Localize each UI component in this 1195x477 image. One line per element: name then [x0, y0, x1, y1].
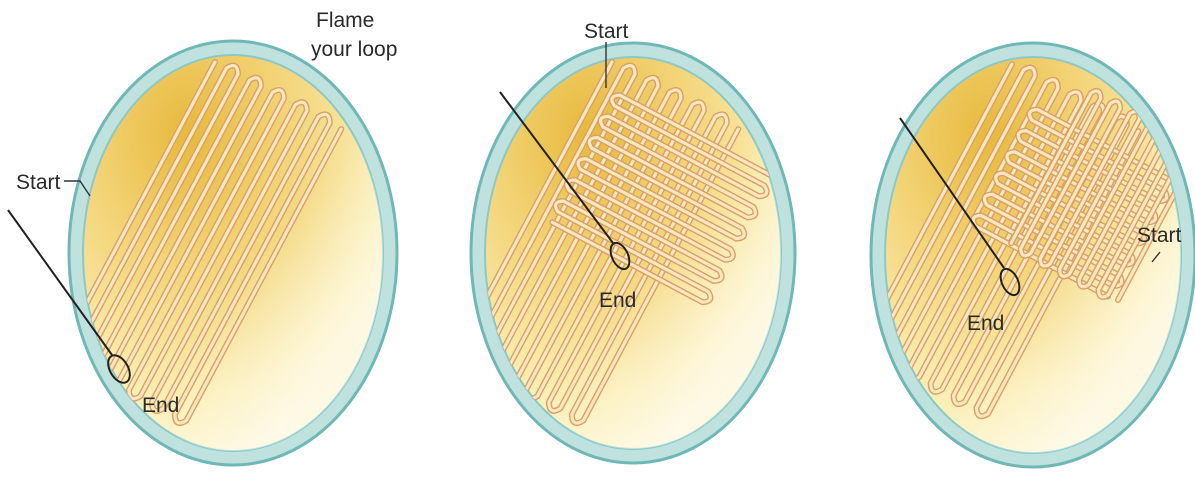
petri-plate-2 [454, 43, 795, 463]
flame-your-loop-label-line1: Flame [316, 9, 374, 32]
petri-plate-1 [57, 41, 397, 465]
plate-1-end-label: End [142, 394, 179, 417]
plate-3-end-label: End [967, 312, 1004, 335]
flame-your-loop-label-line2: your loop [311, 38, 397, 61]
plate-3-start-label: Start [1137, 224, 1182, 247]
petri-plate-3 [859, 43, 1195, 467]
plate-2-start-label: Start [584, 20, 629, 43]
plate-1-start-label: Start [16, 171, 61, 194]
plate-2-end-label: End [599, 289, 636, 312]
